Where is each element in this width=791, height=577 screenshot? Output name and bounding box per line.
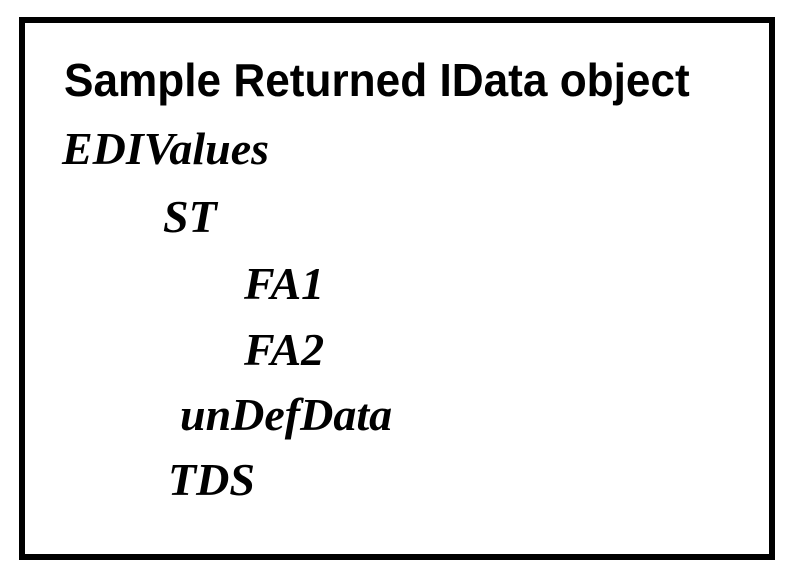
tree-node-undefdata: unDefData	[180, 389, 393, 440]
tree-node-fa2: FA2	[244, 324, 325, 375]
diagram-frame: Sample Returned IData object EDIValues S…	[19, 17, 775, 560]
tree-node-fa1: FA1	[244, 258, 325, 309]
tree-node-edivalues: EDIValues	[62, 123, 270, 174]
tree-node-st: ST	[163, 191, 217, 242]
diagram-title: Sample Returned IData object	[64, 54, 690, 106]
tree-node-tds: TDS	[168, 454, 255, 505]
